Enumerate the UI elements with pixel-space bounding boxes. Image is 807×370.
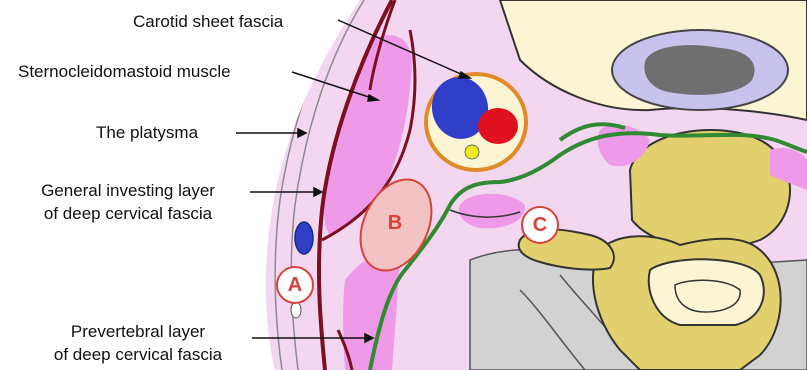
external-jugular-vein [295, 222, 313, 254]
spinal-canal [649, 259, 764, 325]
label-investing-layer-line2: of deep cervical fascia [6, 203, 250, 224]
label-carotid-sheath-fascia: Carotid sheet fascia [133, 11, 283, 32]
common-carotid-artery [478, 108, 518, 144]
label-investing-layer-line1: General investing layer [6, 180, 250, 201]
label-sternocleidomastoid: Sternocleidomastoid muscle [18, 61, 231, 82]
marker-c: C [521, 206, 559, 244]
vertebral-body [630, 130, 790, 248]
vagus-nerve [465, 145, 479, 159]
pharynx-lumen [644, 45, 754, 95]
marker-b: B [378, 206, 412, 240]
marker-a: A [276, 266, 314, 304]
label-platysma: The platysma [96, 122, 198, 143]
label-prevertebral-line2: of deep cervical fascia [20, 344, 256, 365]
label-prevertebral-line1: Prevertebral layer [20, 321, 256, 342]
